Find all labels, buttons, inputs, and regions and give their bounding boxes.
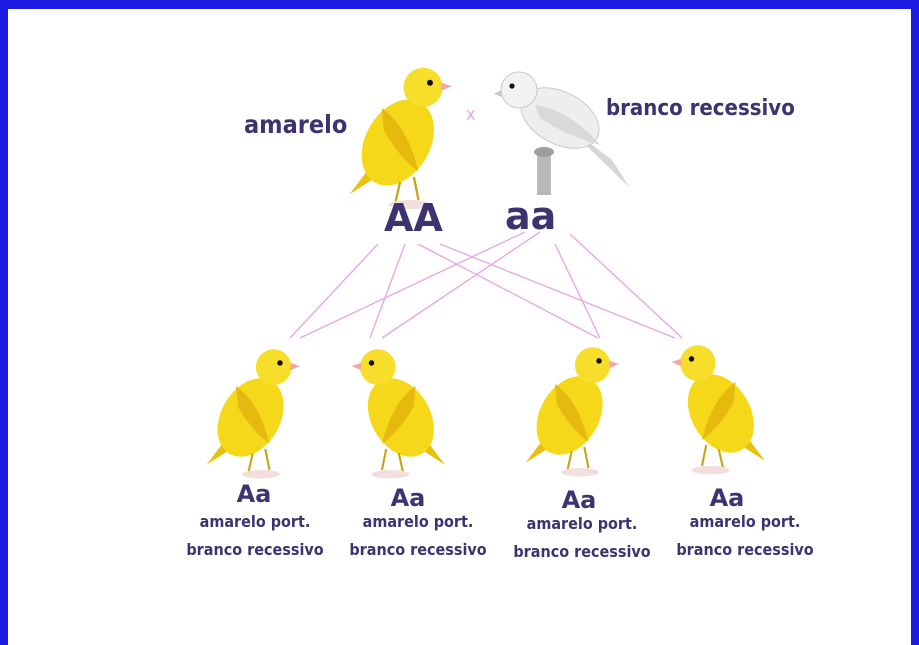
cross-line [369,243,406,339]
offspring-genotype: Aa [390,484,426,512]
offspring-phenotype: amarelo port. [689,512,801,531]
offspring-genotype: Aa [561,486,597,514]
parent-label-yellow: amarelo [244,110,348,139]
yellow-canary-offspring [522,346,621,478]
offspring-carrier-note: branco recessivo [186,540,324,559]
cross-line [417,243,599,339]
slide-frame [8,9,911,645]
parent-genotype-recessive: aa [505,194,557,238]
offspring-phenotype: amarelo port. [362,512,474,531]
offspring-genotype: Aa [709,484,745,512]
cross-line [569,233,683,339]
cross-line [381,231,541,339]
parent-label-white: branco recessivo [606,96,795,121]
cross-symbol: x [466,104,476,125]
yellow-canary-parent [345,66,454,211]
cross-line [289,243,379,339]
cross-lines [289,231,683,339]
offspring-phenotype: amarelo port. [526,514,638,533]
yellow-canary-offspring [672,345,768,474]
offspring-carrier-note: branco recessivo [676,540,814,559]
yellow-canary-offspring [203,348,301,480]
offspring-carrier-note: branco recessivo [349,540,487,559]
offspring-carrier-note: branco recessivo [513,542,651,561]
cross-line [439,243,676,339]
offspring-genotype: Aa [236,480,272,508]
offspring-phenotype: amarelo port. [199,512,311,531]
cross-line [299,231,526,339]
yellow-canary-offspring [352,349,448,478]
cross-line [554,243,601,339]
parent-genotype-dominant: AA [384,196,443,240]
white-canary-parent [494,71,630,195]
